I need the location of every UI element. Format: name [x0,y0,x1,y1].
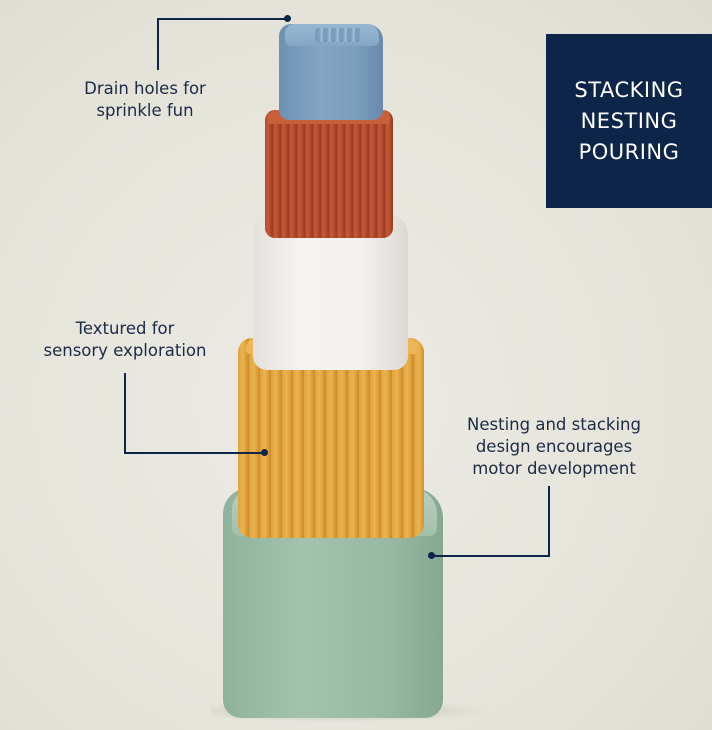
callout-nesting-dot [428,552,435,559]
title-box: STACKING NESTING POURING [546,34,712,208]
callout-drain-holes: Drain holes for sprinkle fun [70,78,220,122]
callout-drain-connector-vertical [157,18,159,70]
callout-textured-line-1: Textured for [75,319,175,338]
white-block [253,214,408,370]
callout-nesting-line-3: motor development [472,459,636,478]
callout-nesting: Nesting and stacking design encourages m… [462,414,646,480]
callout-nesting-connector-horizontal [432,555,550,557]
callout-textured-connector-horizontal [124,452,264,454]
red-block [265,110,393,238]
title-line-nesting: NESTING [580,108,678,133]
orange-block [238,338,424,538]
callout-textured-dot [261,449,268,456]
title-line-pouring: POURING [578,139,680,164]
callout-nesting-line-1: Nesting and stacking [467,415,641,434]
title-line-stacking: STACKING [574,77,684,102]
callout-drain-line-2: sprinkle fun [96,101,194,120]
blue-block-emboss [315,28,361,42]
callout-nesting-connector-vertical [548,486,550,556]
callout-drain-connector-horizontal [157,18,286,20]
callout-nesting-line-2: design encourages [475,437,633,456]
callout-textured: Textured for sensory exploration [30,318,220,362]
callout-drain-line-1: Drain holes for [84,79,206,98]
callout-textured-connector-vertical [124,373,126,453]
callout-textured-line-2: sensory exploration [43,341,207,360]
callout-drain-dot [284,15,291,22]
